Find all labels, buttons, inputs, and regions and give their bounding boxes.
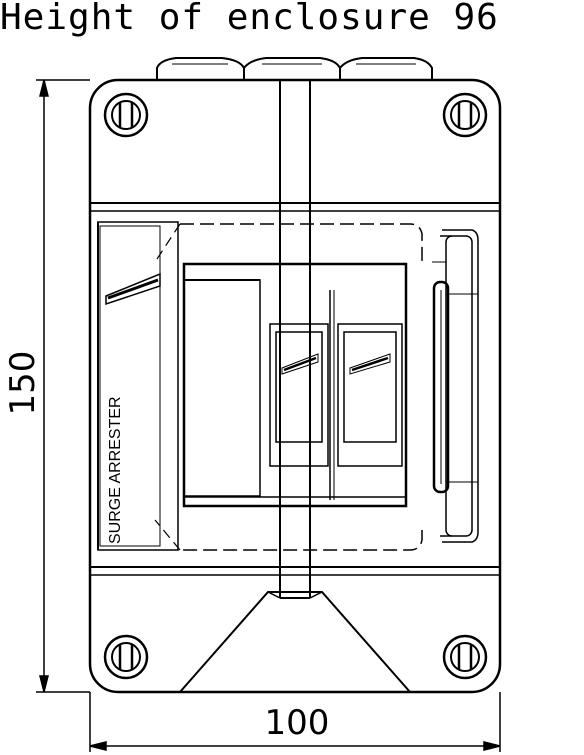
drawing-title: Height of enclosure 96 xyxy=(0,0,499,38)
surge-arrester-logo xyxy=(105,272,161,306)
screw-top-right xyxy=(442,92,488,138)
screw-bottom-right xyxy=(442,634,488,680)
breaker-frame xyxy=(182,262,408,508)
cable-gland-left xyxy=(156,57,245,80)
breaker-pole-2 xyxy=(337,323,403,467)
center-hinge-strip xyxy=(279,80,311,599)
window-dashed-outline xyxy=(180,223,423,551)
surge-arrester-module xyxy=(97,221,179,551)
height-dimension-label: 150 xyxy=(3,351,43,416)
lid-latch xyxy=(432,229,479,543)
screw-top-left xyxy=(103,92,149,138)
height-dimension xyxy=(36,79,90,693)
enclosure-outline xyxy=(88,78,502,694)
width-dimension xyxy=(89,692,501,752)
blank-module xyxy=(183,279,261,497)
cable-gland-right xyxy=(339,57,433,80)
width-dimension-label: 100 xyxy=(265,703,330,743)
cable-gland-center xyxy=(243,57,341,80)
breaker-pole-1 xyxy=(269,323,329,467)
surge-arrester-label: SURGE ARRESTER xyxy=(107,396,124,544)
screw-bottom-left xyxy=(103,634,149,680)
base-trapezoid xyxy=(179,591,411,693)
